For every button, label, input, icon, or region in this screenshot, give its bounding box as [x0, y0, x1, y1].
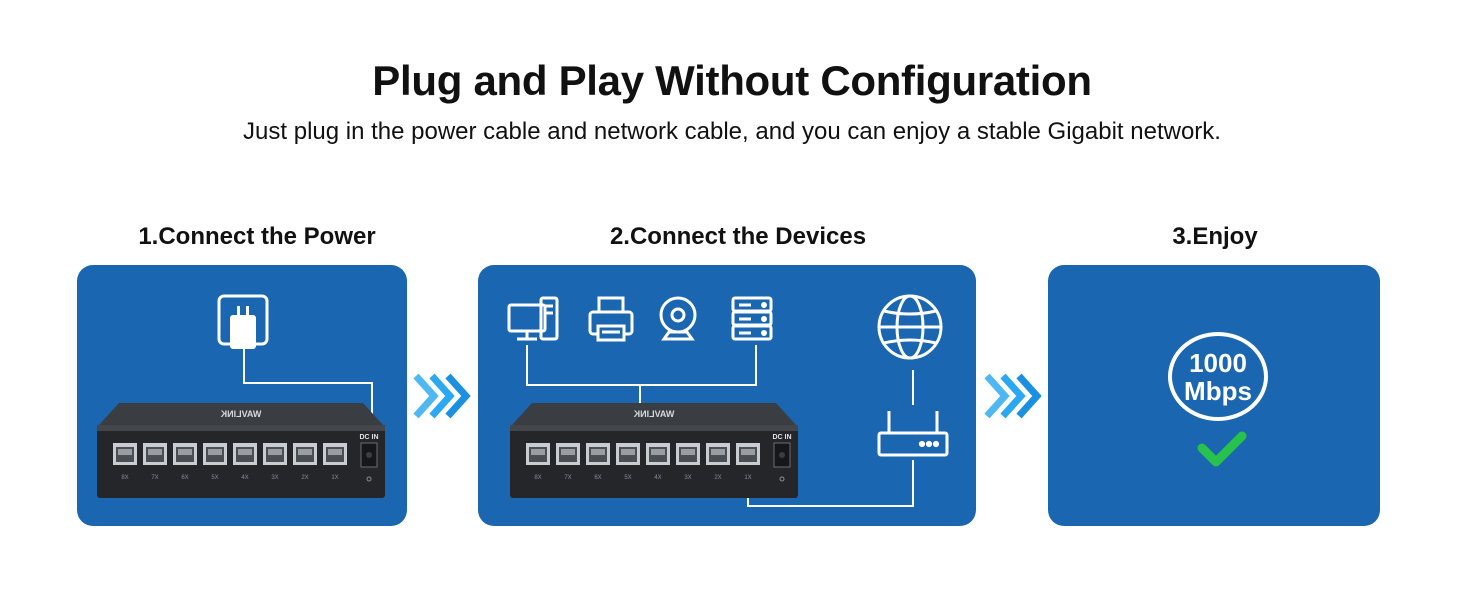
ethernet-port — [263, 443, 287, 465]
speed-unit: Mbps — [1184, 375, 1252, 406]
step-2-label: 2.Connect the Devices — [609, 223, 867, 250]
webcam-icon — [659, 296, 697, 341]
port-label: 5X — [624, 475, 631, 481]
port-label: 1X — [331, 475, 338, 481]
page-title: Plug and Play Without Configuration — [372, 57, 1092, 104]
step-3-label: 3.Enjoy — [1172, 223, 1258, 250]
port-label: 5X — [211, 475, 218, 481]
port-label: 2X — [301, 475, 308, 481]
port-label: 6X — [181, 475, 188, 481]
ethernet-port — [203, 443, 227, 465]
printer-icon — [588, 296, 634, 342]
checkmark-icon — [1197, 431, 1247, 467]
power-panel: WAVLINK 8X 7X 6X 5X 4X 3X 2X 1X DC IN — [77, 265, 407, 526]
ethernet-port — [676, 443, 700, 465]
ethernet-port — [736, 443, 760, 465]
router-icon — [877, 411, 949, 457]
network-switch: WAVLINK 8X 7X 6X 5X 4X 3X 2X 1X DC IN — [510, 403, 798, 498]
port-label: 2X — [714, 475, 721, 481]
port-label: 7X — [564, 475, 571, 481]
dc-in-label: DC IN — [359, 434, 378, 441]
port-label: 3X — [271, 475, 278, 481]
port-label: 8X — [121, 475, 128, 481]
port-label: 8X — [534, 475, 541, 481]
port-label: 4X — [654, 475, 661, 481]
ethernet-port — [293, 443, 317, 465]
desktop-computer-icon — [507, 296, 559, 341]
ethernet-port — [556, 443, 580, 465]
ethernet-port — [706, 443, 730, 465]
dc-in-label: DC IN — [772, 434, 791, 441]
server-icon — [731, 296, 773, 341]
enjoy-panel: 1000 Mbps — [1048, 265, 1380, 526]
step-1-label: 1.Connect the Power — [138, 223, 376, 250]
ethernet-port — [173, 443, 197, 465]
ethernet-port — [143, 443, 167, 465]
chevron-right-icon — [413, 373, 471, 419]
chevron-right-icon — [984, 373, 1042, 419]
page-subtitle: Just plug in the power cable and network… — [243, 118, 1221, 145]
ethernet-port — [526, 443, 550, 465]
ethernet-port — [233, 443, 257, 465]
devices-panel: WAVLINK 8X 7X 6X 5X 4X 3X 2X 1X DC IN — [478, 265, 976, 526]
port-label: 4X — [241, 475, 248, 481]
port-label: 6X — [594, 475, 601, 481]
ethernet-port — [323, 443, 347, 465]
ethernet-port — [616, 443, 640, 465]
globe-icon — [877, 294, 943, 360]
port-label: 3X — [684, 475, 691, 481]
network-switch: WAVLINK 8X 7X 6X 5X 4X 3X 2X 1X DC IN — [97, 403, 385, 498]
power-outlet-icon — [217, 294, 269, 349]
port-label: 1X — [744, 475, 751, 481]
speed-value: 1000 — [1189, 347, 1247, 378]
brand-logo: WAVLINK — [220, 409, 261, 419]
ethernet-port — [646, 443, 670, 465]
ethernet-port — [113, 443, 137, 465]
speed-badge: 1000 Mbps — [1168, 332, 1268, 421]
brand-logo: WAVLINK — [633, 409, 674, 419]
port-label: 7X — [151, 475, 158, 481]
ethernet-port — [586, 443, 610, 465]
